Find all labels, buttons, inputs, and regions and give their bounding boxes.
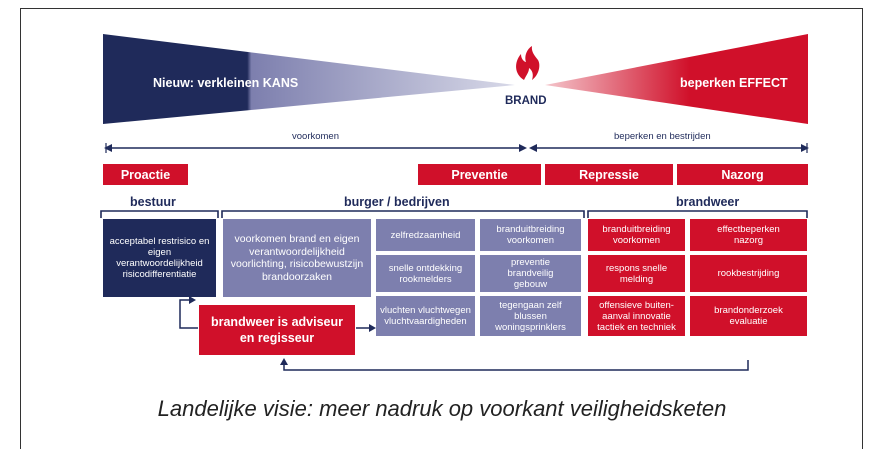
flame-icon — [516, 46, 540, 80]
funnel-left-label: Nieuw: verkleinen KANS — [153, 76, 299, 90]
phase-preventie: Preventie — [418, 164, 541, 185]
bw-uitbreiding-box: branduitbreiding voorkomen — [588, 219, 685, 251]
figure-frame — [20, 8, 863, 449]
effectbeperken-box: effectbeperken nazorg — [690, 219, 807, 251]
rookbestrijding-box: rookbestrijding — [690, 255, 807, 292]
caption: Landelijke visie: meer nadruk op voorkan… — [157, 396, 727, 421]
bestuur-box: acceptabel restrisico en eigen verantwoo… — [103, 219, 216, 297]
preventie-gebouw-box: preventie brandveilig gebouw — [480, 255, 581, 292]
offensieve-box: offensieve buiten-aanval innovatie tacti… — [588, 296, 685, 336]
adviseur-box: brandweer is adviseur en regisseur — [198, 304, 356, 356]
burger-main-box: voorkomen brand en eigen verantwoordelij… — [223, 219, 371, 297]
phase-nazorg: Nazorg — [677, 164, 808, 185]
beperken-label: beperken en bestrijden — [614, 131, 711, 142]
respons-box: respons snelle melding — [588, 255, 685, 292]
phase-proactie: Proactie — [103, 164, 188, 185]
funnel-right-label: beperken EFFECT — [680, 76, 788, 90]
funnel-left — [103, 34, 515, 124]
brand-label: BRAND — [505, 95, 547, 107]
voorkomen-label: voorkomen — [292, 131, 339, 142]
branduitbreiding-voorkomen-box: branduitbreiding voorkomen — [480, 219, 581, 251]
phase-repressie: Repressie — [545, 164, 673, 185]
funnel-right — [545, 34, 808, 124]
vluchten-box: vluchten vluchtwegen vluchtvaardigheden — [376, 296, 475, 336]
snelle-ontdekking-box: snelle ontdekking rookmelders — [376, 255, 475, 292]
brandonderzoek-box: brandonderzoek evaluatie — [690, 296, 807, 336]
group-burger: burger / bedrijven — [344, 195, 450, 209]
group-brandweer: brandweer — [676, 195, 740, 209]
group-bestuur: bestuur — [130, 195, 176, 209]
zelfredzaamheid-box: zelfredzaamheid — [376, 219, 475, 251]
tegengaan-box: tegengaan zelf blussen woningsprinklers — [480, 296, 581, 336]
